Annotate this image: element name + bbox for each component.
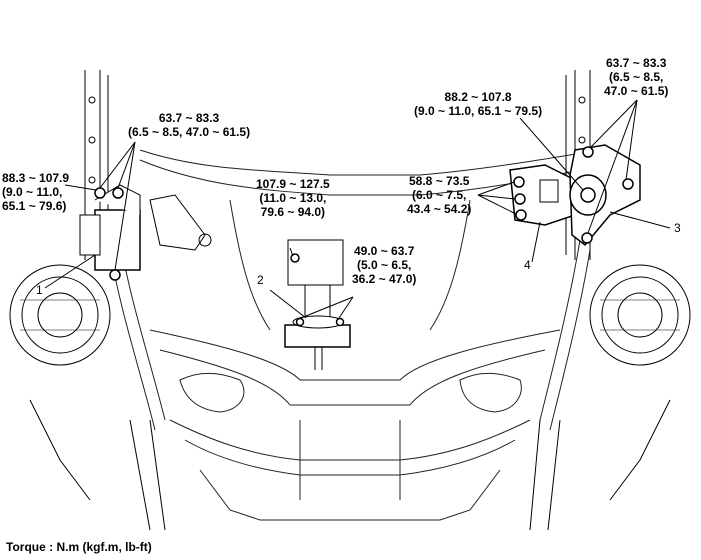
bolt-icon [580, 187, 596, 203]
leader-lines [44, 99, 671, 319]
torque-units: (6.0 ~ 7.5, [412, 188, 467, 202]
bolt-icon [109, 269, 121, 281]
lower-struts [29, 399, 671, 531]
bolt-icon [622, 178, 634, 190]
bolt-icon [112, 187, 124, 199]
torque-units: (5.0 ~ 6.5, [357, 258, 412, 272]
torque-value: 63.7 ~ 83.3 [606, 56, 667, 70]
bolt-icon [335, 317, 345, 327]
transmission-mount [569, 144, 641, 247]
torque-units: (6.5 ~ 8.5, 47.0 ~ 61.5) [128, 125, 251, 139]
torque-label-left-mount-side: 88.3 ~ 107.9 (9.0 ~ 11.0, 65.1 ~ 79.6) [2, 171, 69, 213]
torque-units-caption: Torque : N.m (kgf.m, lb-ft) [6, 540, 152, 554]
transmission-mount-bracket [509, 164, 576, 226]
torque-units: (6.5 ~ 8.5, [609, 70, 664, 84]
bolt-icon [581, 232, 593, 244]
torque-units: 47.0 ~ 61.5) [604, 84, 669, 98]
callout-3: 3 [674, 221, 681, 235]
torque-value: 63.7 ~ 83.3 [158, 111, 220, 125]
bolt-icon [582, 146, 594, 158]
torque-units: 65.1 ~ 79.6) [2, 199, 67, 213]
torque-units: 36.2 ~ 47.0) [352, 272, 417, 286]
torque-value: 107.9 ~ 127.5 [256, 177, 330, 191]
torque-units: 43.4 ~ 54.2) [407, 202, 472, 216]
torque-label-transmission-top: 63.7 ~ 83.3 (6.5 ~ 8.5, 47.0 ~ 61.5) [604, 56, 668, 98]
torque-units: (9.0 ~ 11.0, 65.1 ~ 79.5) [414, 104, 543, 118]
torque-label-transmission-center: 88.2 ~ 107.8 (9.0 ~ 11.0, 65.1 ~ 79.5) [414, 90, 542, 118]
left-wheel-hub [9, 264, 111, 366]
bolt-icon [515, 209, 527, 221]
bolt-icon [94, 187, 106, 199]
right-wheel-hub [589, 264, 691, 366]
callout-1: 1 [36, 283, 43, 297]
callout-4: 4 [524, 258, 531, 272]
torque-label-roll-rod-bottom: 49.0 ~ 63.7 (5.0 ~ 6.5, 36.2 ~ 47.0) [352, 244, 416, 286]
bolt-icon [514, 193, 526, 205]
left-engine-mount [79, 184, 212, 281]
torque-units: (11.0 ~ 13.0, [259, 191, 327, 205]
torque-value: 49.0 ~ 63.7 [354, 244, 415, 258]
torque-label-left-mount-top: 63.7 ~ 83.3 (6.5 ~ 8.5, 47.0 ~ 61.5) [128, 111, 250, 139]
subframe [109, 149, 601, 521]
bolt-icon [295, 317, 305, 327]
torque-units: (9.0 ~ 11.0, [2, 185, 63, 199]
torque-label-roll-rod-top: 107.9 ~ 127.5 (11.0 ~ 13.0, 79.6 ~ 94.0) [256, 177, 330, 219]
torque-units: 79.6 ~ 94.0) [260, 205, 326, 219]
torque-value: 58.8 ~ 73.5 [409, 174, 470, 188]
torque-value: 88.3 ~ 107.9 [2, 171, 70, 185]
roll-rod-mount [284, 239, 351, 370]
torque-label-bracket: 58.8 ~ 73.5 (6.0 ~ 7.5, 43.4 ~ 54.2) [407, 174, 471, 216]
torque-value: 88.2 ~ 107.8 [444, 90, 512, 104]
bolt-icon [513, 176, 525, 188]
callout-2: 2 [257, 273, 264, 287]
